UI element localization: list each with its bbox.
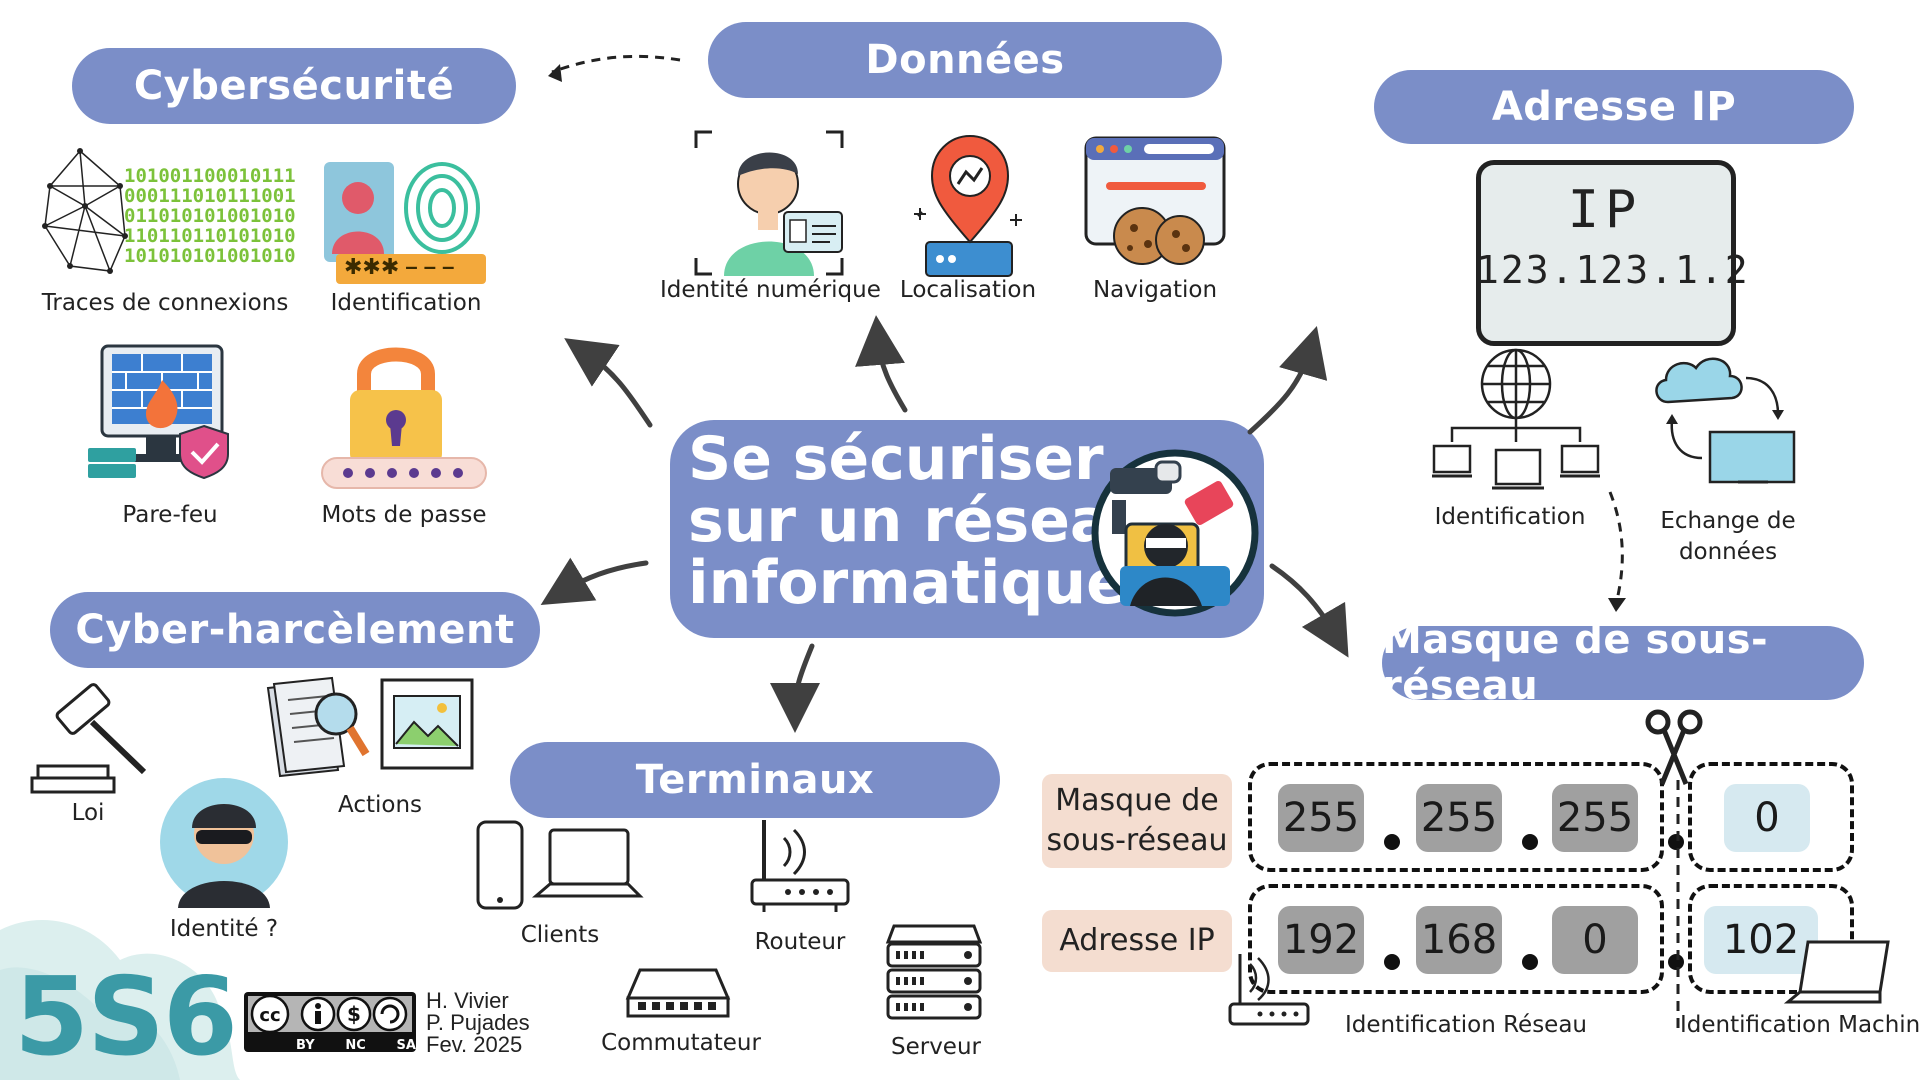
- mask-octet-4: 0: [1724, 784, 1810, 852]
- clients-devices-icon: [476, 820, 644, 910]
- ip-screen-value: 123.123.1.2: [1476, 248, 1750, 292]
- identification-machine-label: Identification Machine: [1680, 1012, 1920, 1038]
- binary-line: 000111010111001: [124, 185, 296, 207]
- donnees-title: Données: [708, 22, 1222, 98]
- credit-author-1: H. Vivier: [426, 988, 509, 1013]
- credits: H. Vivier P. Pujades Fev. 2025: [426, 990, 530, 1056]
- actions-label: Actions: [337, 792, 422, 818]
- ip-octet-3: 0: [1552, 906, 1638, 974]
- identification-reseau-label: Identification Réseau: [1344, 1012, 1588, 1038]
- cc-nc: NC: [345, 1038, 366, 1053]
- octet-separator: [1668, 834, 1684, 850]
- mask-octet-3: 255: [1552, 784, 1638, 852]
- binary-line: 110110110101010: [124, 225, 296, 247]
- credit-author-2: P. Pujades: [426, 1010, 530, 1035]
- cybersecurite-title: Cybersécurité: [72, 48, 516, 124]
- mask-octet-1: 255: [1278, 784, 1364, 852]
- masque-row-label-line2: sous-réseau: [1046, 823, 1228, 858]
- masque-row-label-line1: Masque de: [1055, 783, 1219, 818]
- identite-numerique-label: Identité numérique: [660, 277, 881, 303]
- hacker-circle-icon: [1091, 449, 1259, 617]
- firewall-icon: [88, 344, 229, 480]
- fingerprint-id-icon: [324, 162, 486, 284]
- actions-search-icon: [266, 676, 474, 778]
- ip-identification-label: Identification: [1434, 504, 1586, 530]
- localisation-label: Localisation: [899, 277, 1037, 303]
- localisation-pin-icon: [914, 134, 1022, 277]
- cloud-exchange-icon: [1655, 357, 1796, 484]
- center-title-line1: Se sécuriser: [688, 424, 1104, 494]
- clients-label: Clients: [520, 922, 600, 948]
- host-part-ip-box: [1688, 884, 1854, 994]
- binary-code: 101001100010111 000111010111001 01101010…: [124, 166, 296, 266]
- adresse-ip-row-label: Adresse IP: [1042, 910, 1232, 972]
- cc-license-codes: BY NC SA: [296, 1038, 416, 1053]
- loi-label: Loi: [71, 800, 105, 826]
- gavel-icon: [30, 683, 147, 794]
- mots-de-passe-label: Mots de passe: [321, 502, 487, 528]
- pare-feu-label: Pare-feu: [122, 502, 218, 528]
- network-mesh-icon: [42, 148, 128, 274]
- globe-network-icon: [1432, 348, 1600, 490]
- anonymous-identity-icon: [160, 778, 288, 908]
- network-router-small-icon: [1228, 954, 1310, 1026]
- ip-screen: [1476, 160, 1736, 346]
- navigation-label: Navigation: [1092, 277, 1218, 303]
- traces-label: Traces de connexions: [41, 290, 289, 316]
- octet-separator: [1384, 834, 1400, 850]
- network-part-mask-box: [1248, 762, 1664, 872]
- navigation-cookies-icon: [1084, 136, 1226, 265]
- password-stars: ✱✱✱ – – –: [344, 254, 455, 279]
- logo-5s6: 5S6: [14, 955, 238, 1080]
- host-part-mask-box: [1688, 762, 1854, 872]
- octet-separator: [1668, 954, 1684, 970]
- echange-label: Echange de données: [1640, 506, 1816, 568]
- cut-line: [1676, 780, 1680, 1030]
- router-icon: [750, 820, 850, 912]
- commutateur-label: Commutateur: [601, 1030, 761, 1056]
- adresse-ip-title: Adresse IP: [1374, 70, 1854, 144]
- identite-label: Identité ?: [169, 916, 279, 942]
- scissors-icon: [1645, 709, 1703, 785]
- svg-text:cc: cc: [259, 1005, 280, 1026]
- echange-label-line2: données: [1678, 539, 1778, 565]
- identite-numerique-icon: [694, 130, 844, 276]
- terminaux-title: Terminaux: [510, 742, 1000, 818]
- cc-icons: cc $: [248, 994, 412, 1034]
- mask-octet-2: 255: [1416, 784, 1502, 852]
- cyber-harcelement-title: Cyber-harcèlement: [50, 592, 540, 668]
- serveur-label: Serveur: [890, 1034, 981, 1060]
- padlock-icon: [321, 347, 487, 489]
- network-part-ip-box: [1248, 884, 1664, 994]
- octet-separator: [1522, 834, 1538, 850]
- svg-text:$: $: [347, 1002, 361, 1026]
- ip-octet-2: 168: [1416, 906, 1502, 974]
- machine-laptop-icon: [1783, 940, 1890, 1004]
- cc-sa: SA: [396, 1038, 416, 1053]
- credit-date: Fev. 2025: [426, 1032, 523, 1057]
- octet-separator: [1384, 954, 1400, 970]
- ip-screen-label: IP: [1567, 180, 1643, 240]
- identification-label: Identification: [330, 290, 482, 316]
- masque-row-label: Masque de sous-réseau: [1042, 774, 1232, 868]
- ip-octet-1: 192: [1278, 906, 1364, 974]
- center-title-line3: informatique: [688, 548, 1127, 618]
- binary-line: 101010101001010: [124, 245, 296, 267]
- cc-by: BY: [296, 1038, 315, 1053]
- switch-icon: [625, 968, 731, 1018]
- binary-line: 101001100010111: [124, 165, 296, 187]
- routeur-label: Routeur: [754, 929, 846, 955]
- watercolor-background: [0, 920, 240, 1080]
- center-title: Se sécuriser sur un réseau informatique: [688, 424, 1154, 618]
- binary-line: 011010101001010: [124, 205, 296, 227]
- echange-label-line1: Echange de: [1660, 508, 1796, 534]
- ip-octet-4: 102: [1704, 906, 1818, 974]
- octet-separator: [1522, 954, 1538, 970]
- server-icon: [885, 924, 983, 1020]
- center-title-line2: sur un réseau: [688, 486, 1154, 556]
